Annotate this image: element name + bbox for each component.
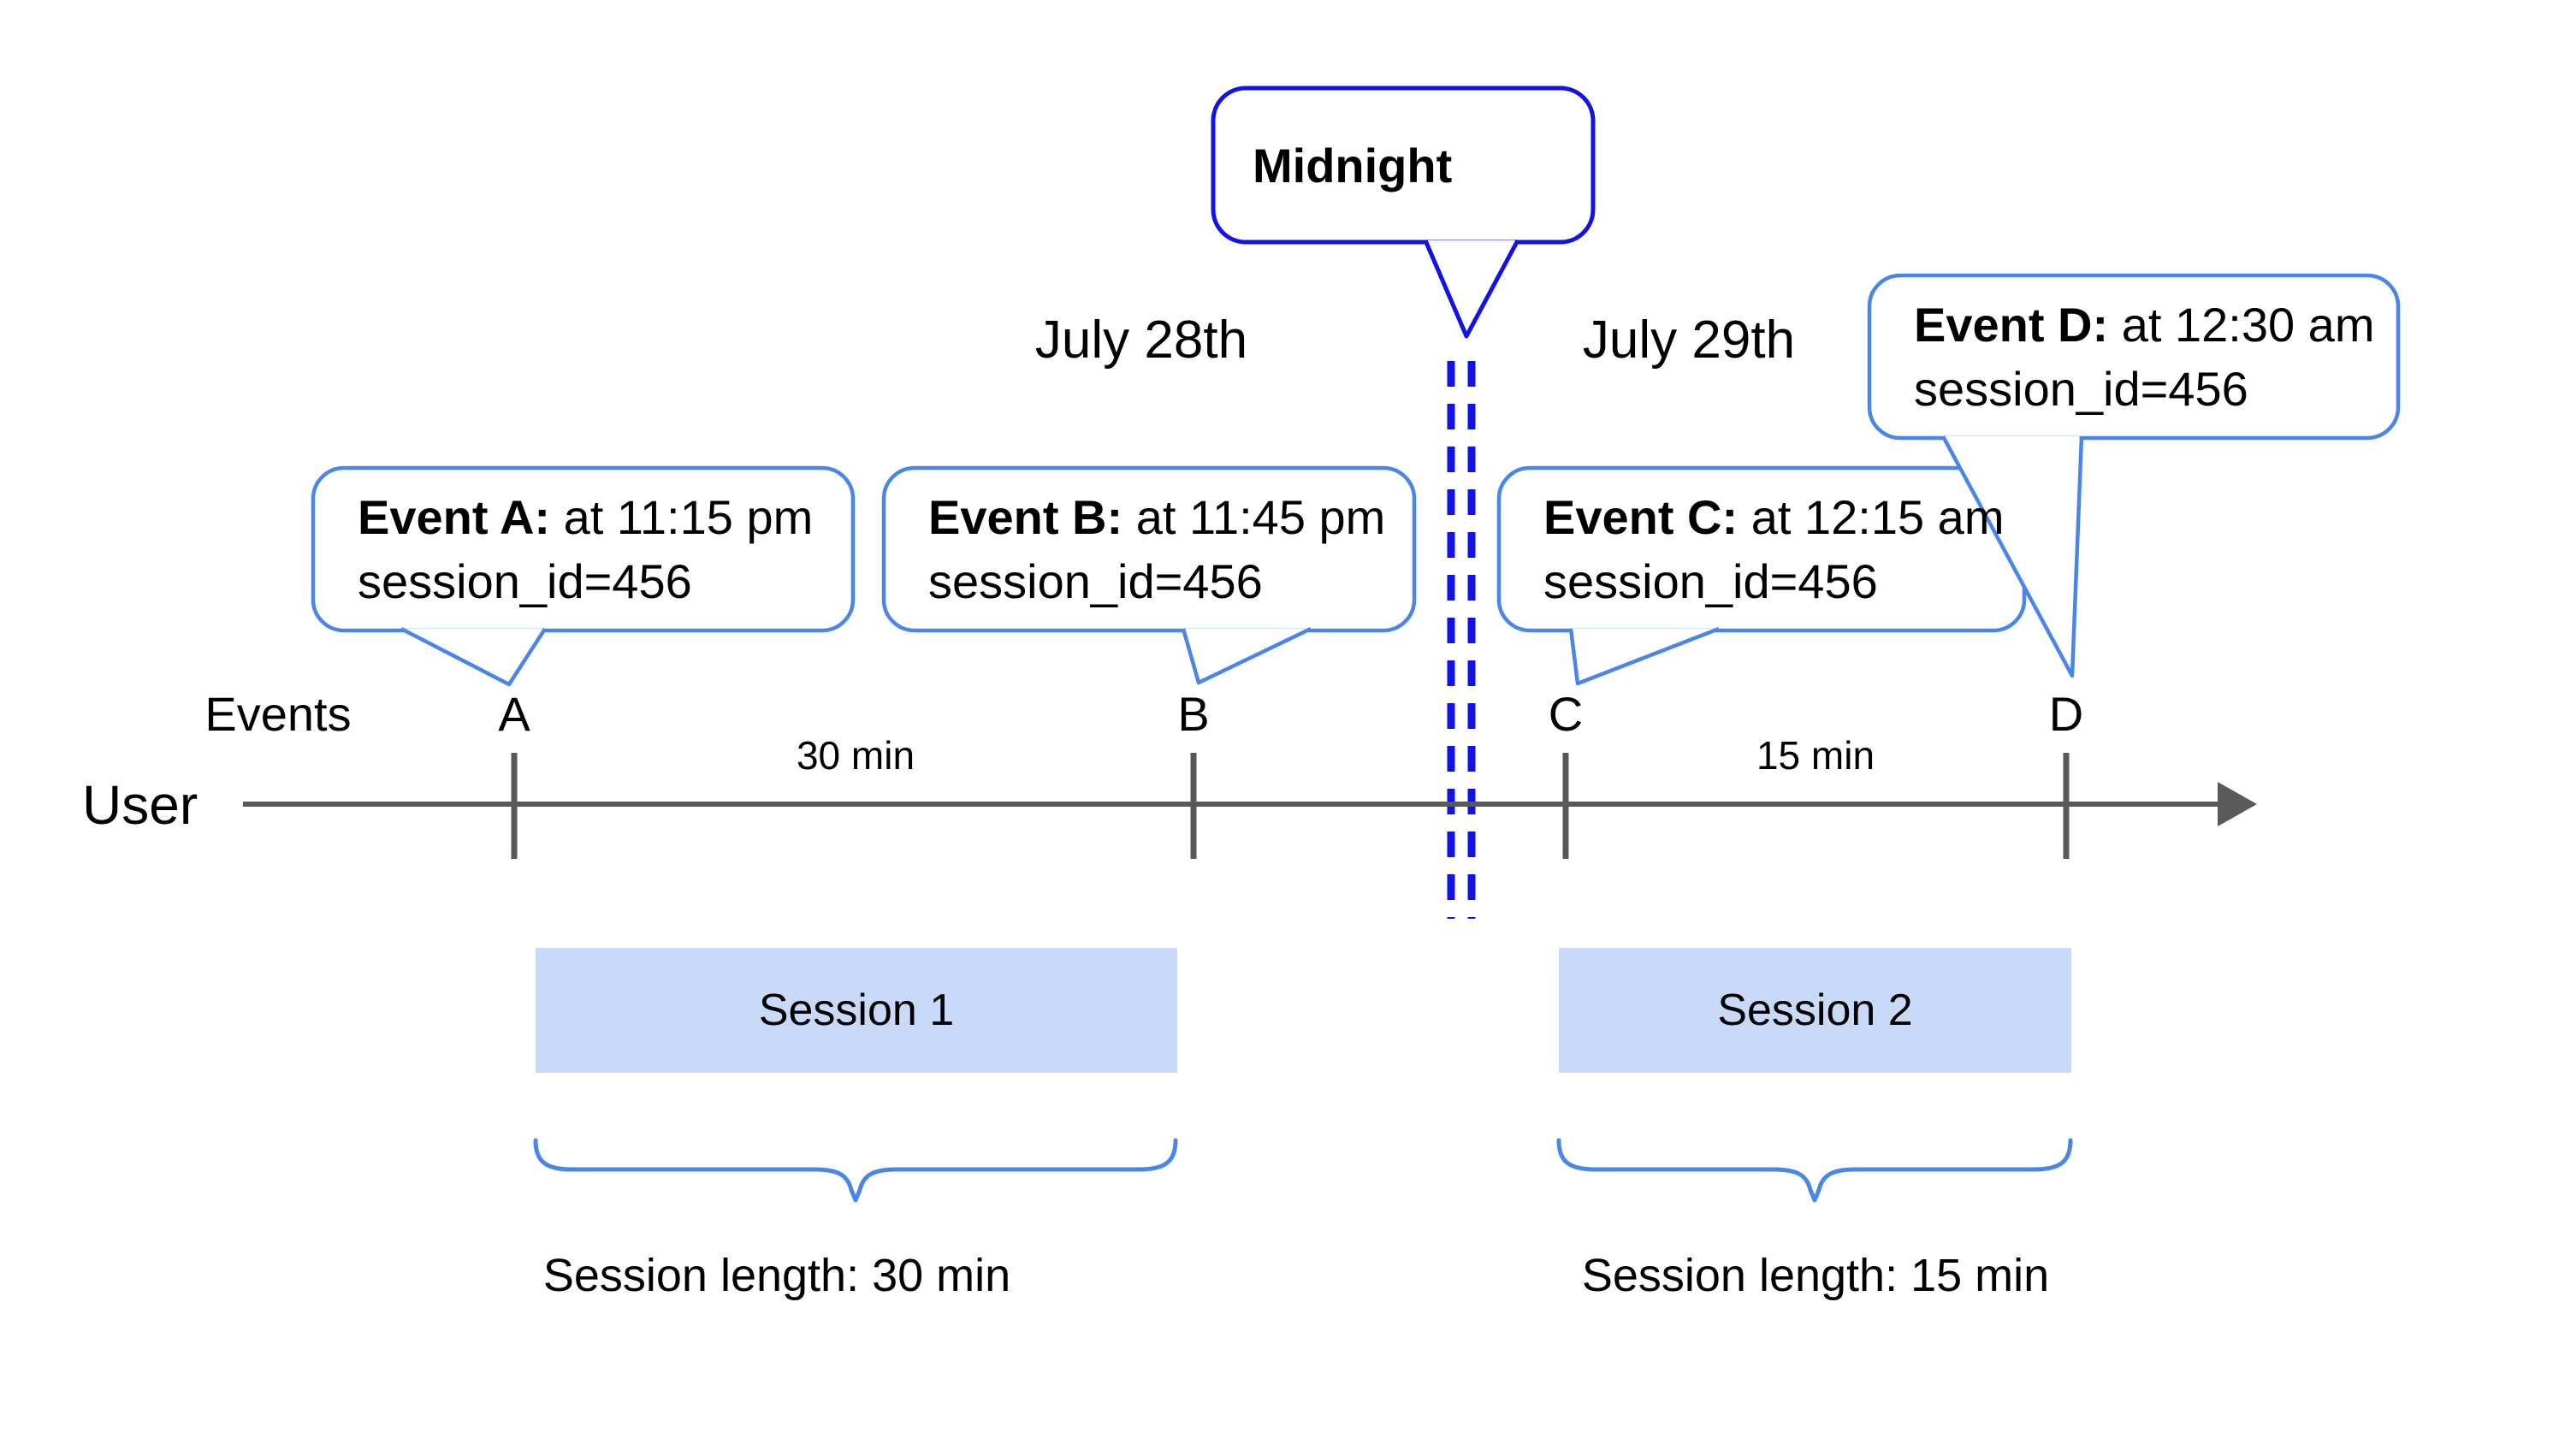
event-a-bubble (311, 465, 856, 633)
event-a-session-id: session_id=456 (358, 554, 692, 608)
event-d-time: at 12:30 am (2108, 298, 2375, 352)
timeline-arrowhead-icon (2218, 782, 2257, 826)
event-b-bubble (881, 465, 1417, 633)
event-b-time: at 11:45 pm (1122, 490, 1386, 544)
event-c-name: Event C: (1543, 490, 1739, 544)
event-c-session-id: session_id=456 (1543, 554, 1878, 608)
event-b-bubble-tail (1181, 626, 1312, 685)
midnight-bubble (1211, 86, 1596, 245)
event-d-session-id: session_id=456 (1914, 362, 2248, 416)
event-d-name: Event D: (1914, 298, 2109, 352)
event-b-callout: Event B: at 11:45 pm session_id=456 (884, 468, 1414, 630)
midnight-bubble-tail (1423, 239, 1520, 339)
event-a-name: Event A: (358, 490, 551, 544)
event-a-time: at 11:15 pm (550, 490, 814, 544)
session-2-box (1559, 948, 2071, 1073)
tick-label-b: B (1177, 687, 1210, 741)
session-1-brace (533, 1138, 1178, 1203)
user-axis-label: User (82, 774, 198, 836)
event-c-bubble-tail (1568, 626, 1720, 686)
tick-label-c: C (1548, 687, 1584, 741)
interval-label-30min: 30 min (796, 733, 915, 778)
date-label-july-29: July 29th (1582, 311, 1796, 370)
midnight-callout-label: Midnight (1253, 138, 1453, 192)
session-2-label: Session 2 (1717, 985, 1913, 1035)
date-label-july-28: July 28th (1034, 311, 1248, 370)
session-2-length-label: Session length: 15 min (1581, 1250, 2050, 1301)
interval-label-15min: 15 min (1756, 733, 1875, 778)
tick-label-d: D (2048, 687, 2084, 741)
event-a-line1: Event A: at 11:15 pm (358, 485, 853, 549)
session-2-brace (1556, 1138, 2073, 1203)
event-b-line1: Event B: at 11:45 pm (928, 485, 1414, 549)
event-a-callout: Event A: at 11:15 pm session_id=456 (313, 468, 853, 630)
event-c-line1: Event C: at 12:15 am (1543, 485, 2024, 549)
event-d-line1: Event D: at 12:30 am (1914, 293, 2398, 357)
session-1-box (536, 948, 1177, 1073)
event-b-name: Event B: (928, 490, 1123, 544)
tick-label-a: A (498, 687, 530, 741)
event-d-bubble (1867, 273, 2401, 441)
event-b-session-id: session_id=456 (928, 554, 1263, 608)
event-c-callout: Event C: at 12:15 am session_id=456 (1499, 468, 2024, 630)
events-axis-label: Events (204, 687, 352, 741)
session-1-length-label: Session length: 30 min (542, 1250, 1011, 1301)
event-d-callout: Event D: at 12:30 am session_id=456 (1869, 275, 2398, 438)
session-1-label: Session 1 (758, 985, 955, 1035)
event-c-time: at 12:15 am (1738, 490, 2005, 544)
event-a-bubble-tail (400, 627, 547, 687)
event-d-bubble-tail (1941, 435, 2084, 678)
